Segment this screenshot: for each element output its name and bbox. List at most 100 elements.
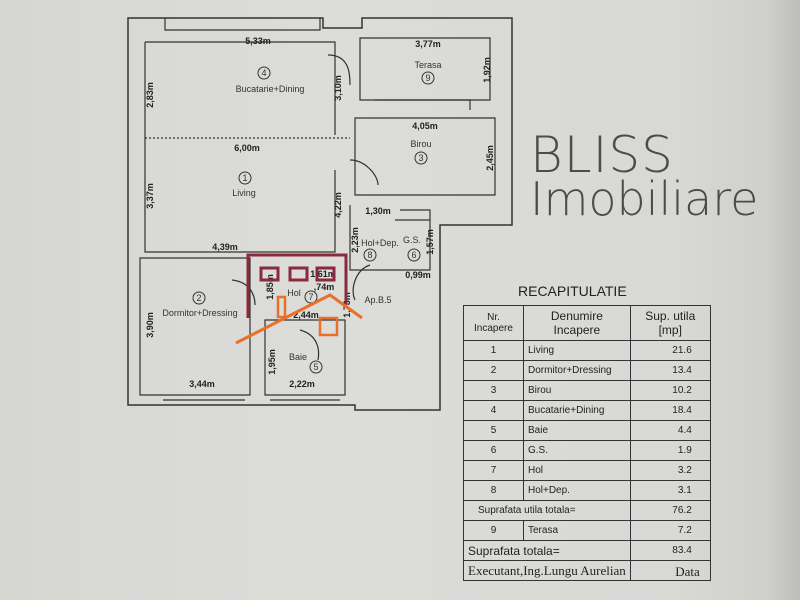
room-name-birou: Birou [410,139,431,149]
cell-area: 7.2 [629,520,711,541]
cell-area: 10.2 [629,380,711,401]
cell-area: 4.4 [629,420,711,441]
room-name-gs: G.S. [403,235,421,245]
subtotal-row: Suprafata utila totala=76.2 [463,500,711,521]
dim-label: 1,95m [267,349,277,375]
dim-label: 3,37m [145,183,155,209]
dim-label: 1,57m [425,229,435,255]
dim-label: 0,99m [405,270,431,280]
room-markers [192,66,435,374]
dim-label: ,74m [314,282,335,292]
cell-nr: 2 [463,360,524,381]
dim-label: 2,23m [350,227,360,253]
cell-area: 1.9 [629,440,711,461]
bliss-logo [235,253,363,345]
total-label: Suprafata totala= [463,540,631,561]
table-header: Nr. Incapere Denumire Incapere Sup. util… [463,305,711,341]
total-row: Suprafata totala=83.4 [463,540,711,561]
cell-nr: 8 [463,480,524,501]
dim-label: 2,45m [485,145,495,171]
cell-name: Living [522,340,631,361]
cell-nr: 6 [463,440,524,461]
dim-label: 4,05m [412,121,438,131]
dim-label: 3,10m [333,75,343,101]
dim-label: 3,90m [145,312,155,338]
cell-area: 3.1 [629,480,711,501]
dim-label: 1,85m [265,274,275,300]
subtotal-value: 76.2 [629,500,711,521]
cell-area: 18.4 [629,400,711,421]
room-number-7: 7 [308,292,313,302]
dim-label: 1,92m [482,57,492,83]
cell-nr: 7 [463,460,524,481]
room-number-6: 6 [411,250,416,260]
cell-name: Hol [522,460,631,481]
apartment-label: Ap.B.5 [364,295,391,305]
cell-name: Bucatarie+Dining [522,400,631,421]
cell-name: G.S. [522,440,631,461]
room-number-4: 4 [261,68,266,78]
cell-name: Hol+Dep. [522,480,631,501]
room-name-baie: Baie [289,352,307,362]
room-name-bucatarie: Bucatarie+Dining [236,84,305,94]
dim-label: 2,22m [289,379,315,389]
dim-label: 1,61m [310,269,336,279]
header-nr: Nr. Incapere [463,305,524,341]
cell-nr: 4 [463,400,524,421]
room-number-3: 3 [418,153,423,163]
dim-label: 6,00m [234,143,260,153]
room-number-1: 1 [242,173,247,183]
cell-nr: 1 [463,340,524,361]
dim-label: 5,33m [245,36,271,46]
header-area: Sup. utila [mp] [629,305,711,341]
cell-name: Terasa [522,520,631,541]
cell-name: Birou [522,380,631,401]
room-names: Bucatarie+Dining Living Birou Terasa Dor… [162,60,441,362]
room-name-dormitor: Dormitor+Dressing [162,308,237,318]
room-name-living: Living [232,188,256,198]
recap-title: RECAPITULATIE [518,283,627,299]
dim-label: 4,22m [333,192,343,218]
date-label: Data [629,560,711,581]
room-name-terasa: Terasa [414,60,441,70]
room-number-2: 2 [196,293,201,303]
watermark: BLISS Imobiliare [530,130,758,222]
recap-table: Nr. Incapere Denumire Incapere Sup. util… [463,305,711,581]
room-number-5: 5 [313,362,318,372]
cell-area: 21.6 [629,340,711,361]
dim-label: 1,30m [365,206,391,216]
dim-label: 3,44m [189,379,215,389]
dim-label: 2,44m [293,310,319,320]
executant-label: Executant,Ing.Lungu Aurelian [463,560,631,581]
room-numbers: 4 1 3 9 2 5 7 8 6 [196,68,430,372]
cell-name: Dormitor+Dressing [522,360,631,381]
cell-area: 13.4 [629,360,711,381]
cell-name: Baie [522,420,631,441]
walls [127,17,513,411]
dim-label: 4,39m [212,242,238,252]
cell-area: 3.2 [629,460,711,481]
total-value: 83.4 [629,540,711,561]
subtotal-label: Suprafata utila totala= [463,500,631,521]
header-name: Denumire Incapere [522,305,631,341]
cell-nr: 9 [463,520,524,541]
room-name-hol-dep: Hol+Dep. [361,238,399,248]
room-name-hol: Hol [287,288,301,298]
watermark-bliss: BLISS [530,126,674,184]
dim-label: 2,83m [145,82,155,108]
room-number-8: 8 [367,250,372,260]
cell-nr: 5 [463,420,524,441]
cell-nr: 3 [463,380,524,401]
dim-label: 3,77m [415,39,441,49]
